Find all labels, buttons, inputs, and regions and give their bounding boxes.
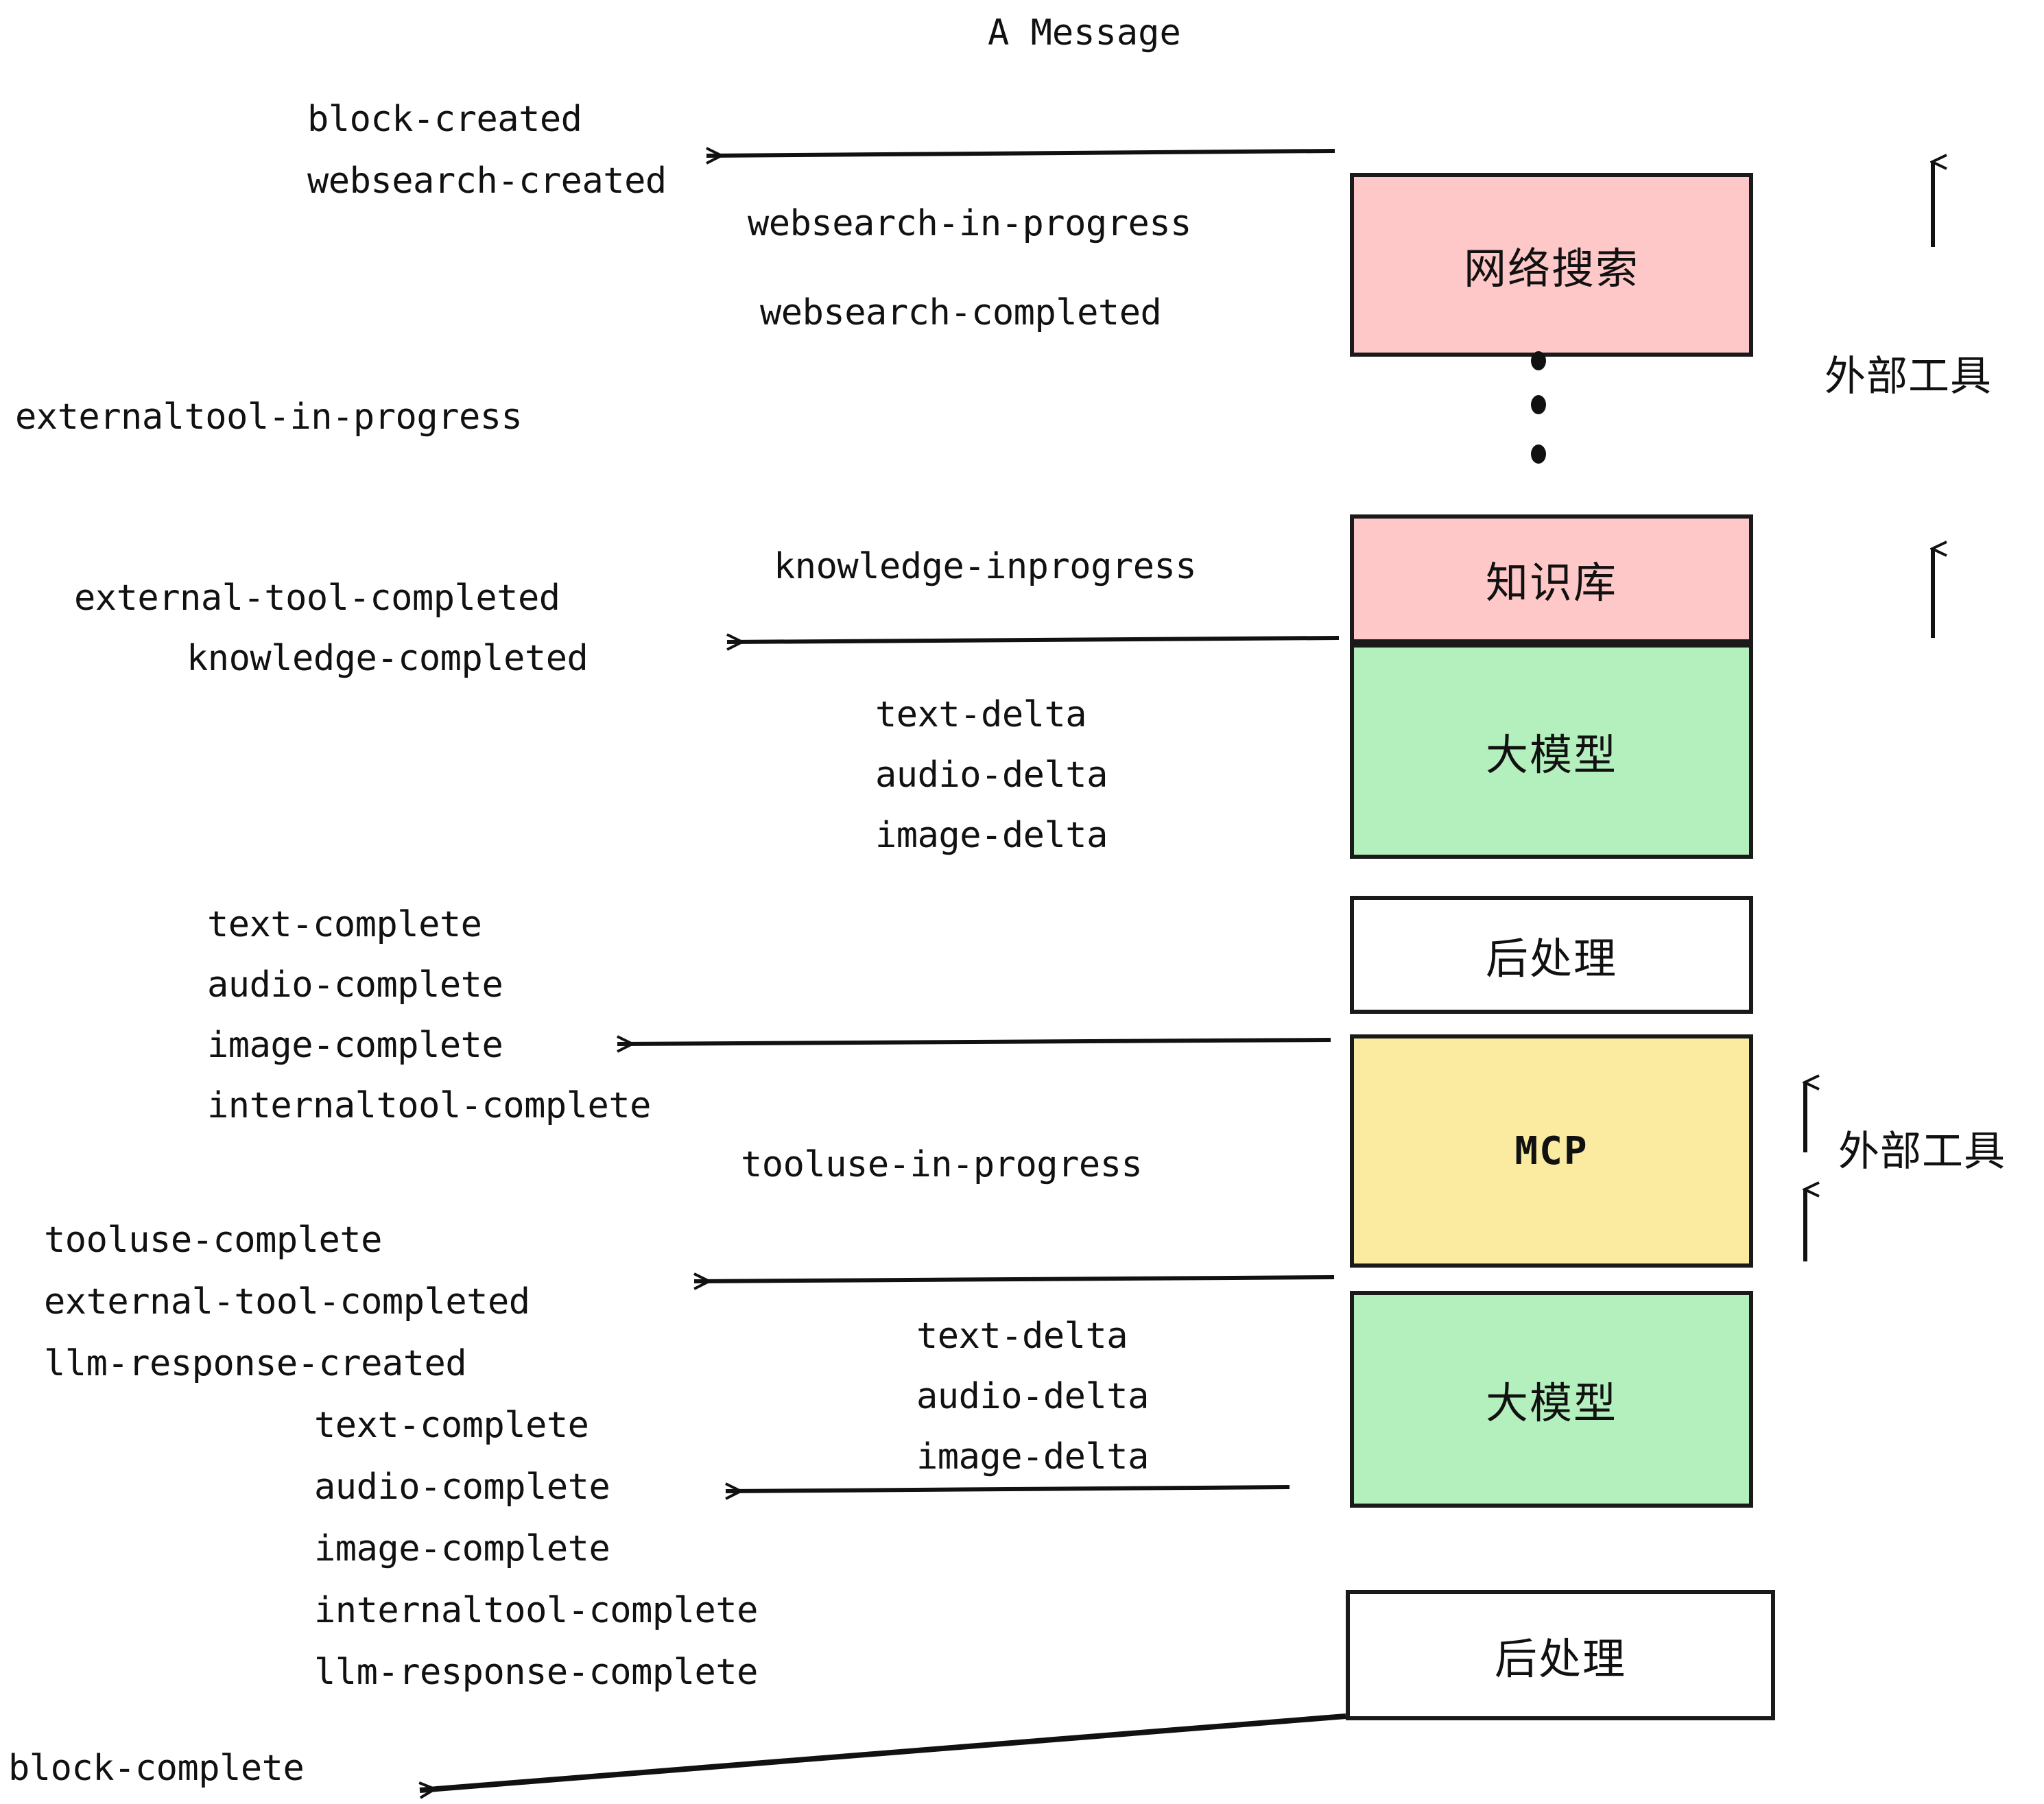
ellipsis-dot-2 [1531,395,1546,414]
event-websearch-created: websearch-created [307,161,667,202]
node-websearch[interactable]: 网络搜索 [1350,173,1753,357]
event-llm-response-complete: llm-response-complete [314,1652,758,1693]
node-knowledge[interactable]: 知识库 [1350,514,1753,643]
event-image-delta-2: image-delta [916,1436,1149,1477]
event-image-delta-1: image-delta [875,815,1108,856]
event-external-tool-completed-2: external-tool-completed [44,1281,530,1322]
arrow-image-complete-1 [617,1040,1331,1044]
node-knowledge-label: 知识库 [1485,558,1617,608]
node-websearch-label: 网络搜索 [1463,244,1639,294]
node-llm-1-label: 大模型 [1485,730,1617,780]
event-block-created: block-created [307,99,582,140]
event-audio-delta-1: audio-delta [875,755,1108,796]
event-text-complete-1: text-complete [207,904,482,945]
ellipsis-dot-3 [1531,444,1546,464]
node-postprocess-1-label: 后处理 [1485,934,1617,984]
event-text-delta-2: text-delta [916,1316,1128,1357]
event-websearch-completed: websearch-completed [760,292,1162,333]
event-externaltool-in-progress: externaltool-in-progress [15,396,523,438]
side-label-external-tools-bottom: 外部工具 [1838,1128,2006,1176]
arrow-audio-complete-2 [726,1487,1290,1491]
arrow-websearch-created [706,151,1335,156]
node-mcp[interactable]: MCP [1350,1034,1753,1268]
arrow-block-complete [420,1713,1346,1790]
event-audio-complete-2: audio-complete [314,1467,610,1508]
event-knowledge-completed: knowledge-completed [187,638,589,679]
side-label-external-tools-top: 外部工具 [1825,353,1992,401]
event-audio-delta-2: audio-delta [916,1376,1149,1417]
event-audio-complete-1: audio-complete [207,964,503,1006]
node-postprocess-1[interactable]: 后处理 [1350,896,1753,1014]
arrow-knowledge-completed [727,638,1340,642]
node-mcp-label: MCP [1514,1128,1589,1174]
event-tooluse-in-progress: tooluse-in-progress [741,1144,1143,1185]
event-block-complete: block-complete [8,1748,305,1789]
node-postprocess-2-label: 后处理 [1494,1634,1626,1684]
arrow-tooluse-complete [694,1277,1335,1281]
event-llm-response-created: llm-response-created [44,1343,467,1384]
ellipsis-dot-1 [1531,351,1546,370]
event-tooluse-complete: tooluse-complete [44,1220,382,1261]
event-websearch-in-progress: websearch-in-progress [748,203,1191,244]
event-external-tool-completed-1: external-tool-completed [74,578,560,619]
event-knowledge-inprogress: knowledge-inprogress [774,546,1197,587]
event-text-complete-2: text-complete [314,1405,589,1446]
node-llm-1[interactable]: 大模型 [1350,643,1753,859]
node-postprocess-2[interactable]: 后处理 [1346,1590,1775,1720]
event-internaltool-complete-2: internaltool-complete [314,1590,758,1631]
event-text-delta-1: text-delta [875,694,1087,735]
event-internaltool-complete-1: internaltool-complete [207,1085,651,1126]
node-llm-2-label: 大模型 [1485,1378,1617,1428]
event-image-complete-1: image-complete [207,1025,503,1066]
event-image-complete-2: image-complete [314,1528,610,1569]
node-llm-2[interactable]: 大模型 [1350,1291,1753,1508]
page-title: A Message [988,12,1181,54]
